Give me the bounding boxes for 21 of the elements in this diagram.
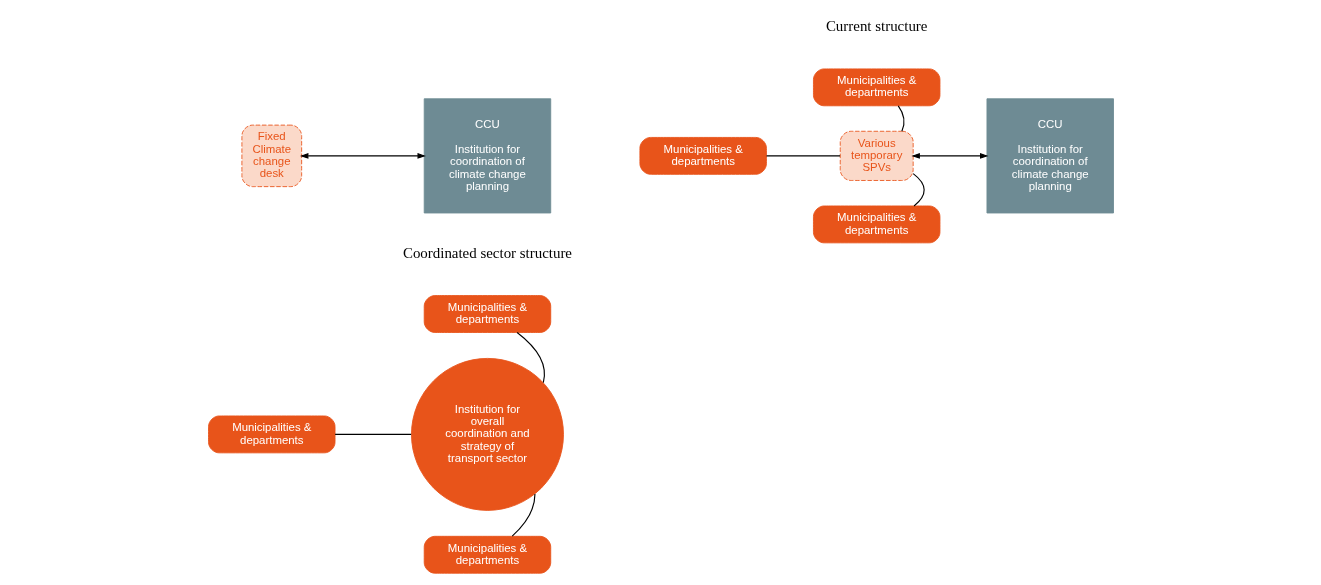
node-box: Various temporary SPVs: [839, 130, 914, 181]
node-box: Municipalities & departments: [638, 137, 767, 175]
node-box: Municipalities & departments: [423, 295, 551, 333]
node-box: Municipalities & departments: [812, 205, 940, 244]
label: Coordinated sector structure: [402, 244, 572, 261]
connector: [912, 173, 925, 207]
connector: [516, 331, 545, 384]
node-circle: Institution for overall coordination and strategy of transport sector: [410, 357, 564, 511]
node-box: Municipalities & departments: [812, 68, 940, 107]
arrow: [910, 152, 988, 159]
node-box: Municipalities & departments: [423, 535, 551, 574]
node-box: Municipalities & departments: [207, 415, 335, 454]
connector: [897, 105, 905, 132]
label: Current structure: [825, 18, 927, 35]
node-box: CCU Institution for coordination of climate change planning: [423, 98, 551, 214]
arrow: [299, 152, 426, 159]
node-box: CCU Institution for coordination of climate change planning: [986, 98, 1114, 214]
connector: [334, 433, 412, 435]
connector: [765, 155, 841, 157]
connector: [511, 493, 535, 537]
node-box: Fixed Climate change desk: [240, 124, 302, 188]
